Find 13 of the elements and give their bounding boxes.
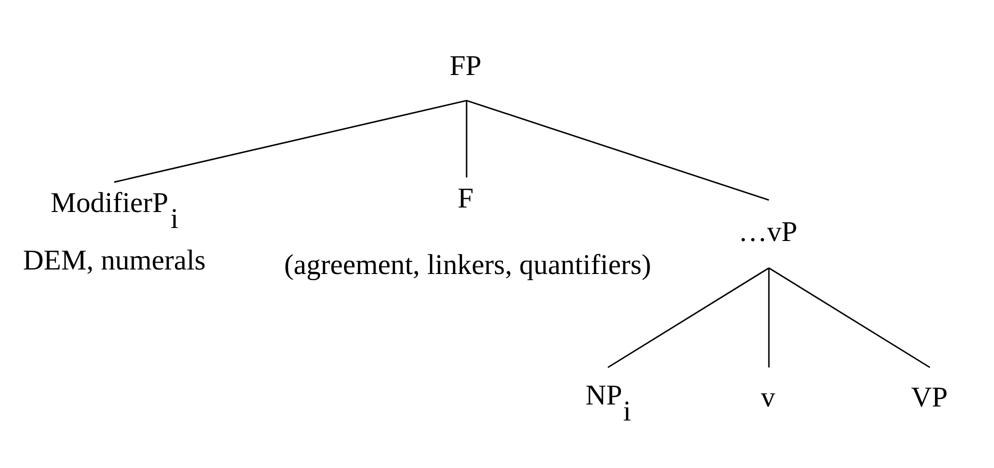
connector <box>114 100 467 183</box>
connector <box>768 268 770 368</box>
node-label: (agreement, linkers, quantifiers) <box>284 249 652 282</box>
connector <box>768 267 930 368</box>
connector <box>466 100 770 201</box>
node-text: FP <box>450 50 482 82</box>
node-text: v <box>760 381 776 414</box>
connector <box>466 100 468 178</box>
node-text: F <box>458 182 474 215</box>
node-label: DEM, numerals <box>22 244 206 276</box>
connector <box>608 267 770 368</box>
node-text: …vP <box>738 216 798 248</box>
node-text: VP <box>911 381 948 414</box>
